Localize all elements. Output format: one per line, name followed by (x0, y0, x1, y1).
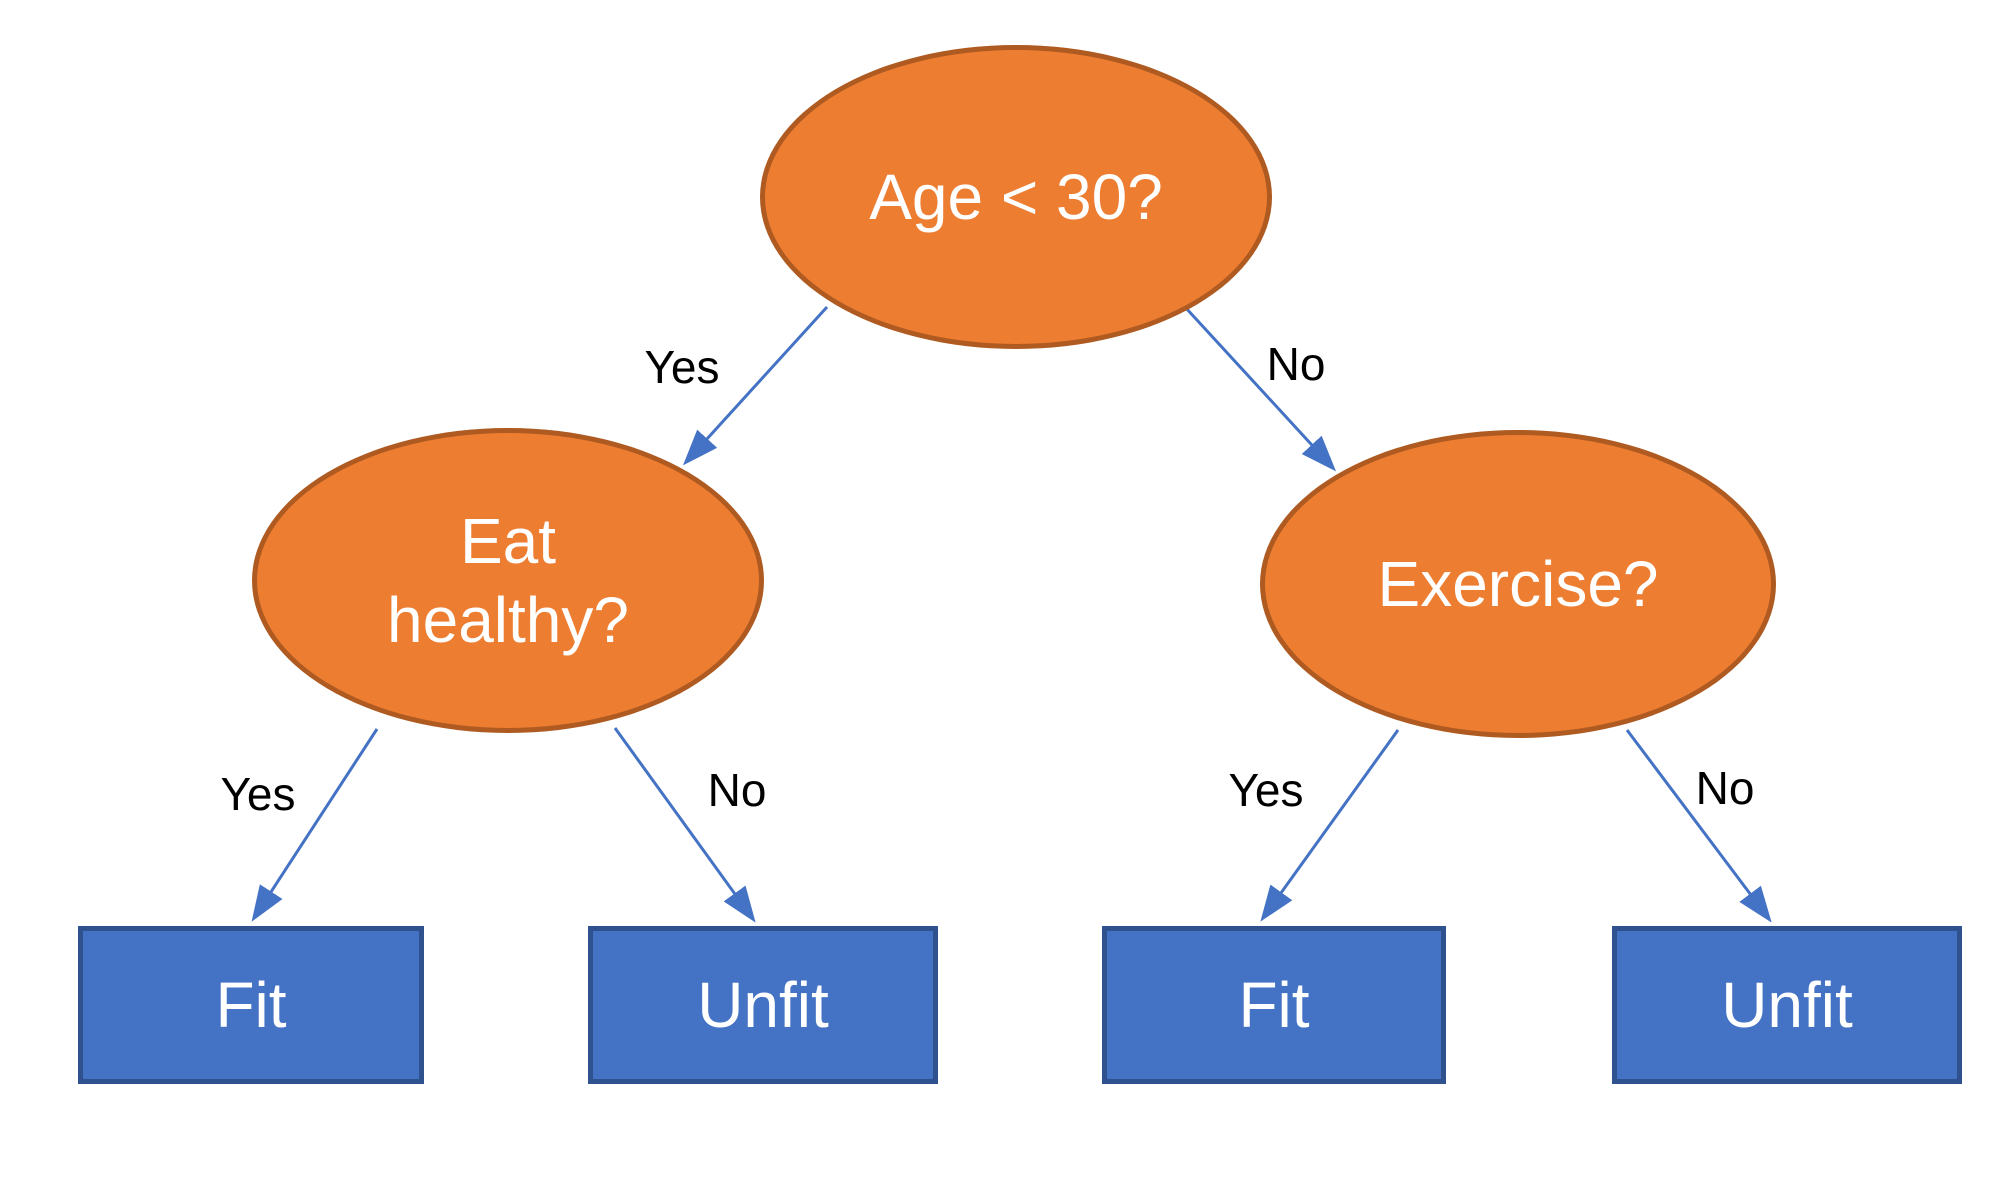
edge-left-no-arrow (613, 727, 756, 923)
leaf-fit-left-label: Fit (215, 969, 287, 1041)
node-exercise-question: Exercise? (1260, 430, 1776, 738)
leaf-unfit-right-label: Unfit (1721, 969, 1853, 1041)
node-age-label: Age < 30? (869, 160, 1163, 233)
edge-label-left-yes: Yes (220, 768, 296, 820)
edge-label-left-no: No (707, 764, 767, 816)
edge-label-root-no: No (1266, 338, 1326, 390)
node-exercise-label: Exercise? (1377, 547, 1659, 620)
leaf-fit-right: Fit (1102, 926, 1446, 1084)
node-eat-healthy-question: Eat healthy? (252, 428, 764, 733)
node-eat-healthy-label: Eat healthy? (387, 505, 629, 656)
edge-label-right-no: No (1695, 762, 1755, 814)
leaf-unfit-left: Unfit (588, 926, 938, 1084)
leaf-fit-right-label: Fit (1238, 969, 1310, 1041)
leaf-fit-left: Fit (78, 926, 424, 1084)
edge-right-no-arrow (1625, 729, 1772, 923)
node-age-question: Age < 30? (760, 45, 1272, 349)
edge-right-yes-arrow (1260, 729, 1400, 922)
edge-label-right-yes: Yes (1228, 764, 1304, 816)
edge-label-root-yes: Yes (644, 341, 720, 393)
leaf-unfit-right: Unfit (1612, 926, 1962, 1084)
edge-left-yes-arrow (251, 728, 379, 922)
leaf-unfit-left-label: Unfit (697, 969, 829, 1041)
